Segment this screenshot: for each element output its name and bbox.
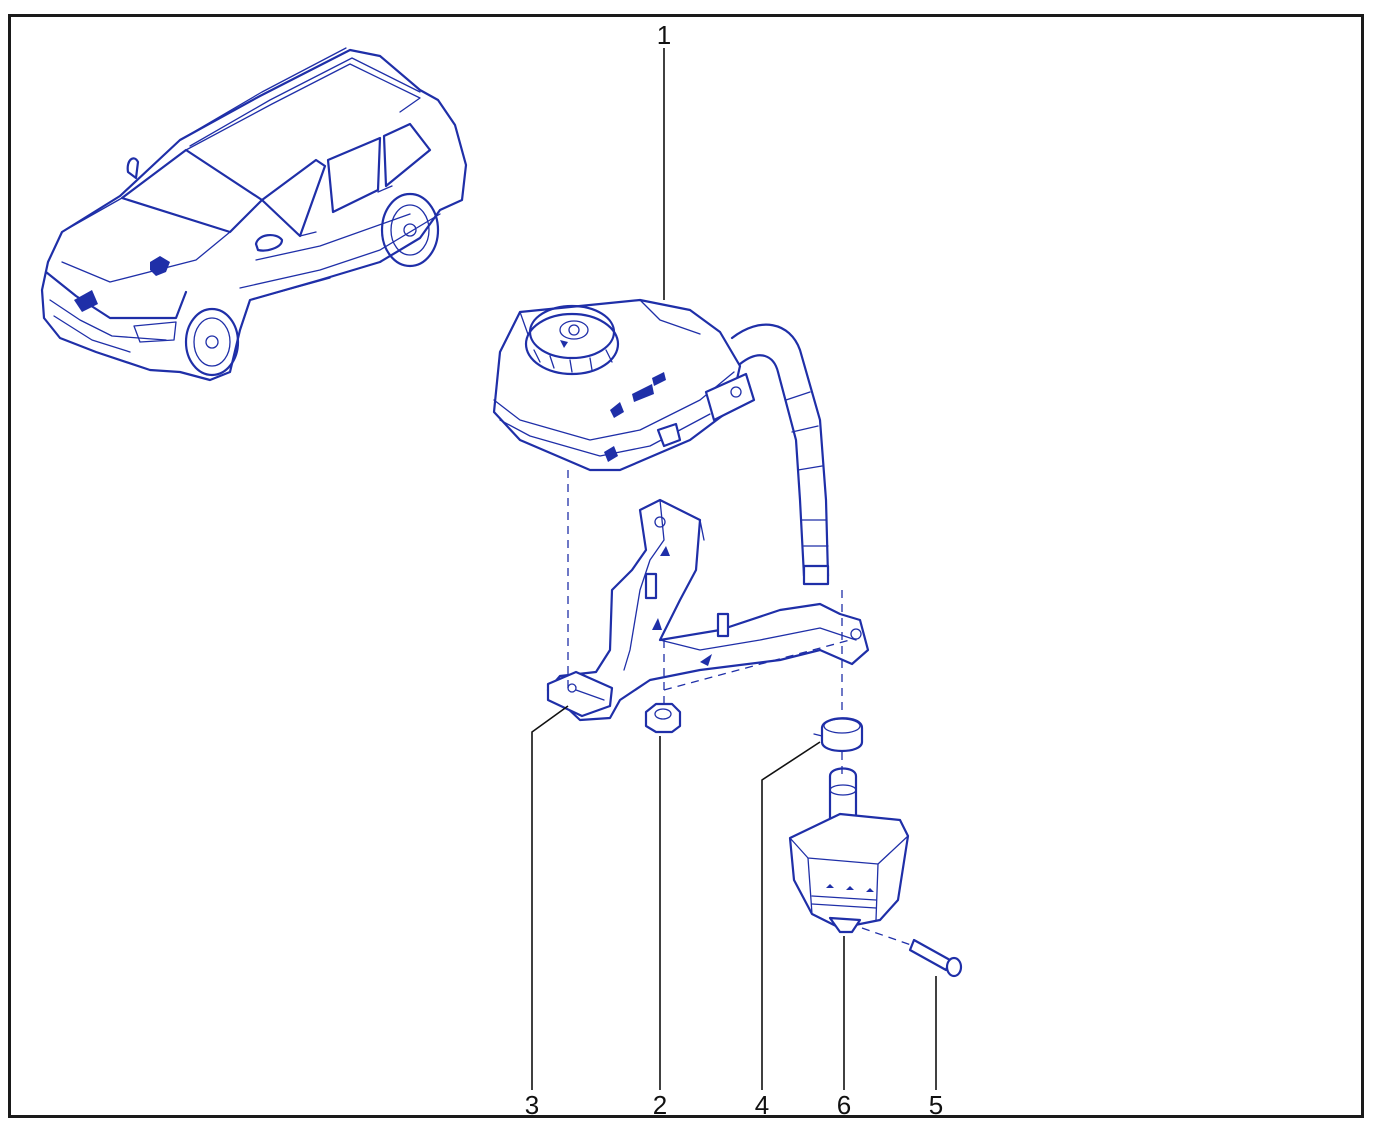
assembly-lines [567,470,915,947]
callout-3: 3 [524,1090,540,1120]
reservoir-icon [492,298,830,586]
pump-icon [788,767,910,934]
callout-2: 2 [652,1090,668,1120]
nut-icon [644,702,682,734]
callout-6: 6 [836,1090,852,1120]
fitting-icon [908,938,963,978]
leader-lines [531,48,937,1090]
callout-5: 5 [928,1090,944,1120]
bracket-icon [546,498,870,722]
vehicle-icon [40,47,468,382]
clip-icon [813,717,864,753]
callout-4: 4 [754,1090,770,1120]
callout-1: 1 [656,20,672,50]
